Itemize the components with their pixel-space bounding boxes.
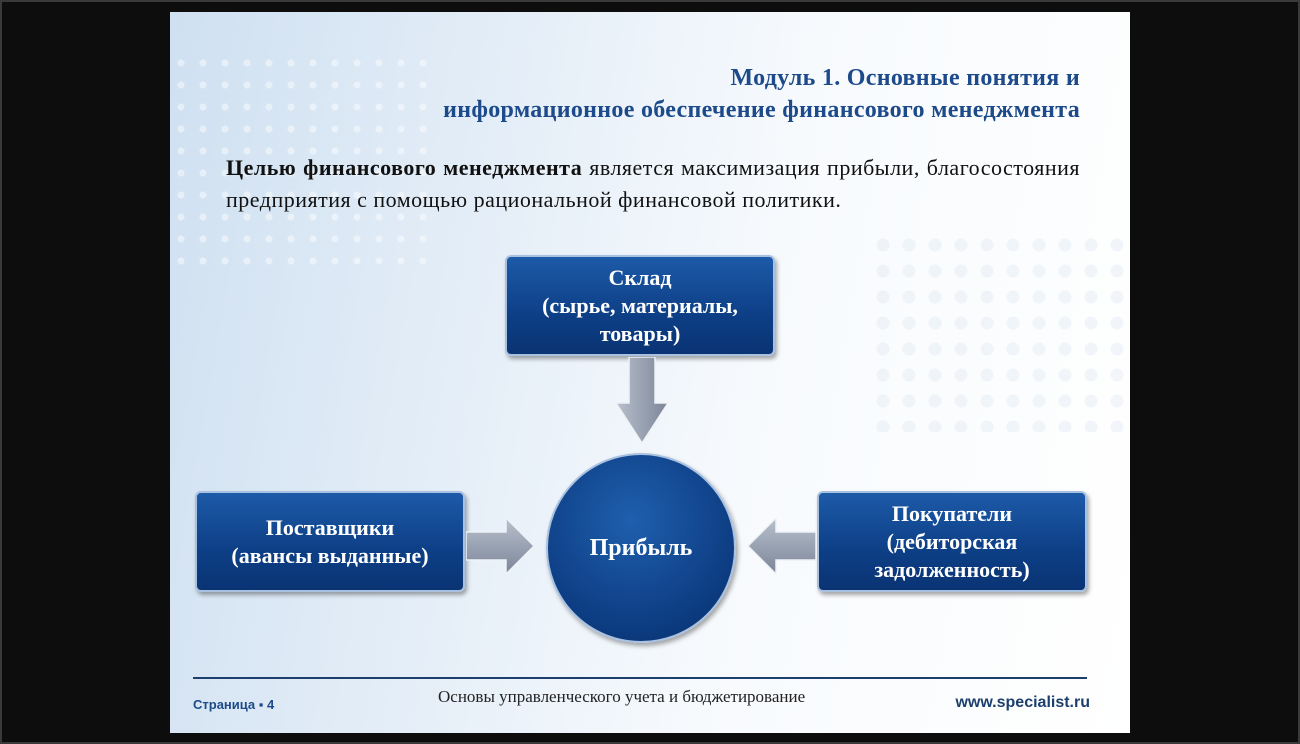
paragraph-bold: Целью финансового менеджмента xyxy=(226,155,583,180)
profit-circle: Прибыль xyxy=(546,453,736,643)
arrow-left-icon xyxy=(746,518,816,574)
website-link: www.specialist.ru xyxy=(955,694,1090,711)
decorative-dots xyxy=(870,232,1130,432)
box-line: товары) xyxy=(599,320,681,346)
title-line: Модуль 1. Основные понятия и xyxy=(730,65,1080,91)
box-line: Склад xyxy=(608,264,672,290)
box-suppliers: Поставщики(авансы выданные) xyxy=(195,491,465,592)
box-line: (дебиторская xyxy=(886,528,1018,554)
box-line: Покупатели xyxy=(891,500,1013,526)
arrow-down-icon xyxy=(616,357,668,445)
course-title: Основы управленческого учета и бюджетиро… xyxy=(438,687,806,706)
box-line: Поставщики xyxy=(265,514,395,540)
arrow-right-icon xyxy=(466,518,536,574)
circle-label: Прибыль xyxy=(589,534,693,561)
box-line: задолженность) xyxy=(874,556,1030,582)
slide-title: Модуль 1. Основные понятия и информацион… xyxy=(443,62,1080,126)
title-line: информационное обеспечение финансового м… xyxy=(443,97,1080,123)
page-number: Страница ▪ 4 xyxy=(193,697,275,712)
box-line: (сырье, материалы, xyxy=(542,292,738,318)
presentation-slide: Модуль 1. Основные понятия и информацион… xyxy=(170,12,1130,733)
goal-paragraph: Целью финансового менеджмента является м… xyxy=(226,152,1080,216)
footer-divider xyxy=(193,677,1087,679)
decorative-dots xyxy=(170,52,430,272)
box-warehouse: Склад(сырье, материалы,товары) xyxy=(505,255,775,356)
box-line: (авансы выданные) xyxy=(231,542,429,568)
paragraph-text: является максимизация прибыли, благосост… xyxy=(226,155,1080,212)
